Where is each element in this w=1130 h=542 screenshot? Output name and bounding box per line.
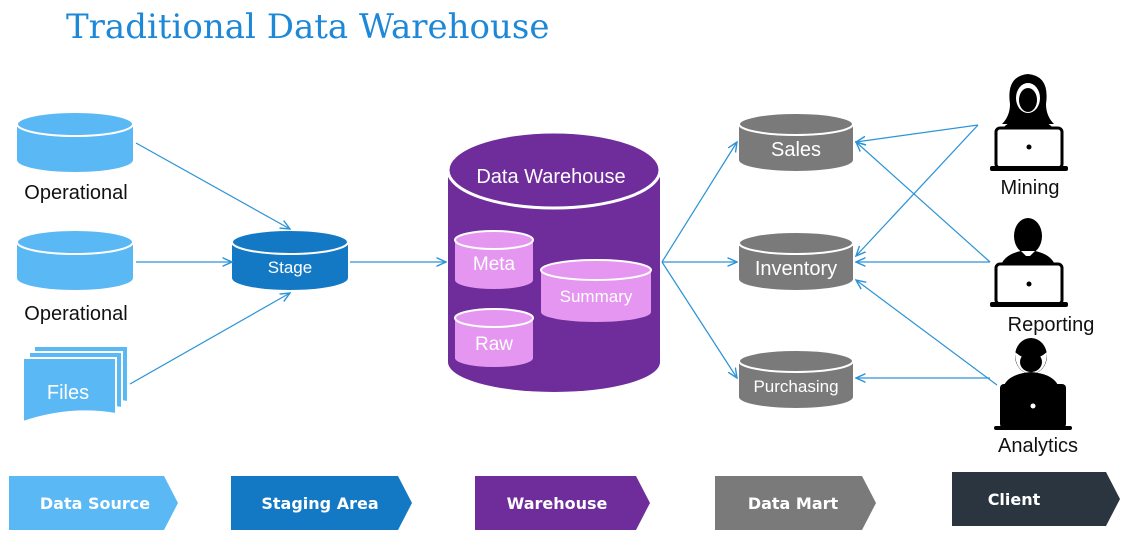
arrow-reporting-sales — [856, 142, 991, 263]
files-label: Files — [47, 382, 89, 404]
band-data-mart-label: Data Mart — [748, 494, 839, 513]
summary-label: Summary — [560, 287, 633, 306]
arrow-warehouse-sales — [661, 142, 737, 263]
operational-db-2 — [16, 229, 134, 290]
analytics-label: Analytics — [998, 435, 1078, 457]
meta-label: Meta — [473, 254, 516, 275]
files-icon — [22, 345, 129, 424]
sales-label: Sales — [771, 139, 821, 161]
band-staging-area: Staging Area — [231, 476, 412, 530]
arrow-files-stage — [129, 293, 290, 385]
purchasing-label: Purchasing — [753, 377, 838, 396]
band-data-mart: Data Mart — [715, 476, 876, 530]
purchasing-db — [738, 349, 854, 408]
operational-label-2: Operational — [24, 303, 127, 325]
operational-db-1 — [16, 111, 134, 172]
data-warehouse-label: Data Warehouse — [476, 166, 625, 188]
arrow-operational1-stage — [135, 142, 290, 229]
stage-db — [231, 229, 349, 290]
meta-db — [454, 230, 534, 289]
inventory-label: Inventory — [755, 258, 837, 280]
stage-label: Stage — [268, 258, 312, 277]
analytics-user-icon — [994, 338, 1072, 430]
sales-db — [738, 112, 854, 171]
reporting-label: Reporting — [1008, 314, 1095, 336]
inventory-db — [738, 231, 854, 290]
band-data-source: Data Source — [9, 476, 178, 530]
reporting-user-icon — [990, 218, 1068, 307]
band-warehouse-label: Warehouse — [507, 494, 608, 513]
arrow-analytics-inventory — [856, 280, 998, 386]
band-data-source-label: Data Source — [40, 494, 150, 513]
raw-label: Raw — [475, 334, 513, 355]
band-client: Client — [952, 472, 1120, 526]
band-client-label: Client — [988, 490, 1041, 509]
arrow-mining-inventory — [856, 124, 979, 256]
connectors — [129, 124, 998, 386]
diagram-title: Traditional Data Warehouse — [66, 7, 549, 47]
arrow-warehouse-purchasing — [661, 261, 737, 378]
arrow-mining-sales — [856, 124, 979, 142]
band-warehouse: Warehouse — [475, 476, 650, 530]
summary-db — [540, 259, 652, 322]
mining-user-icon — [990, 74, 1068, 171]
mining-label: Mining — [1001, 177, 1060, 199]
raw-db — [454, 308, 534, 367]
operational-label-1: Operational — [24, 182, 127, 204]
band-staging-area-label: Staging Area — [261, 494, 378, 513]
